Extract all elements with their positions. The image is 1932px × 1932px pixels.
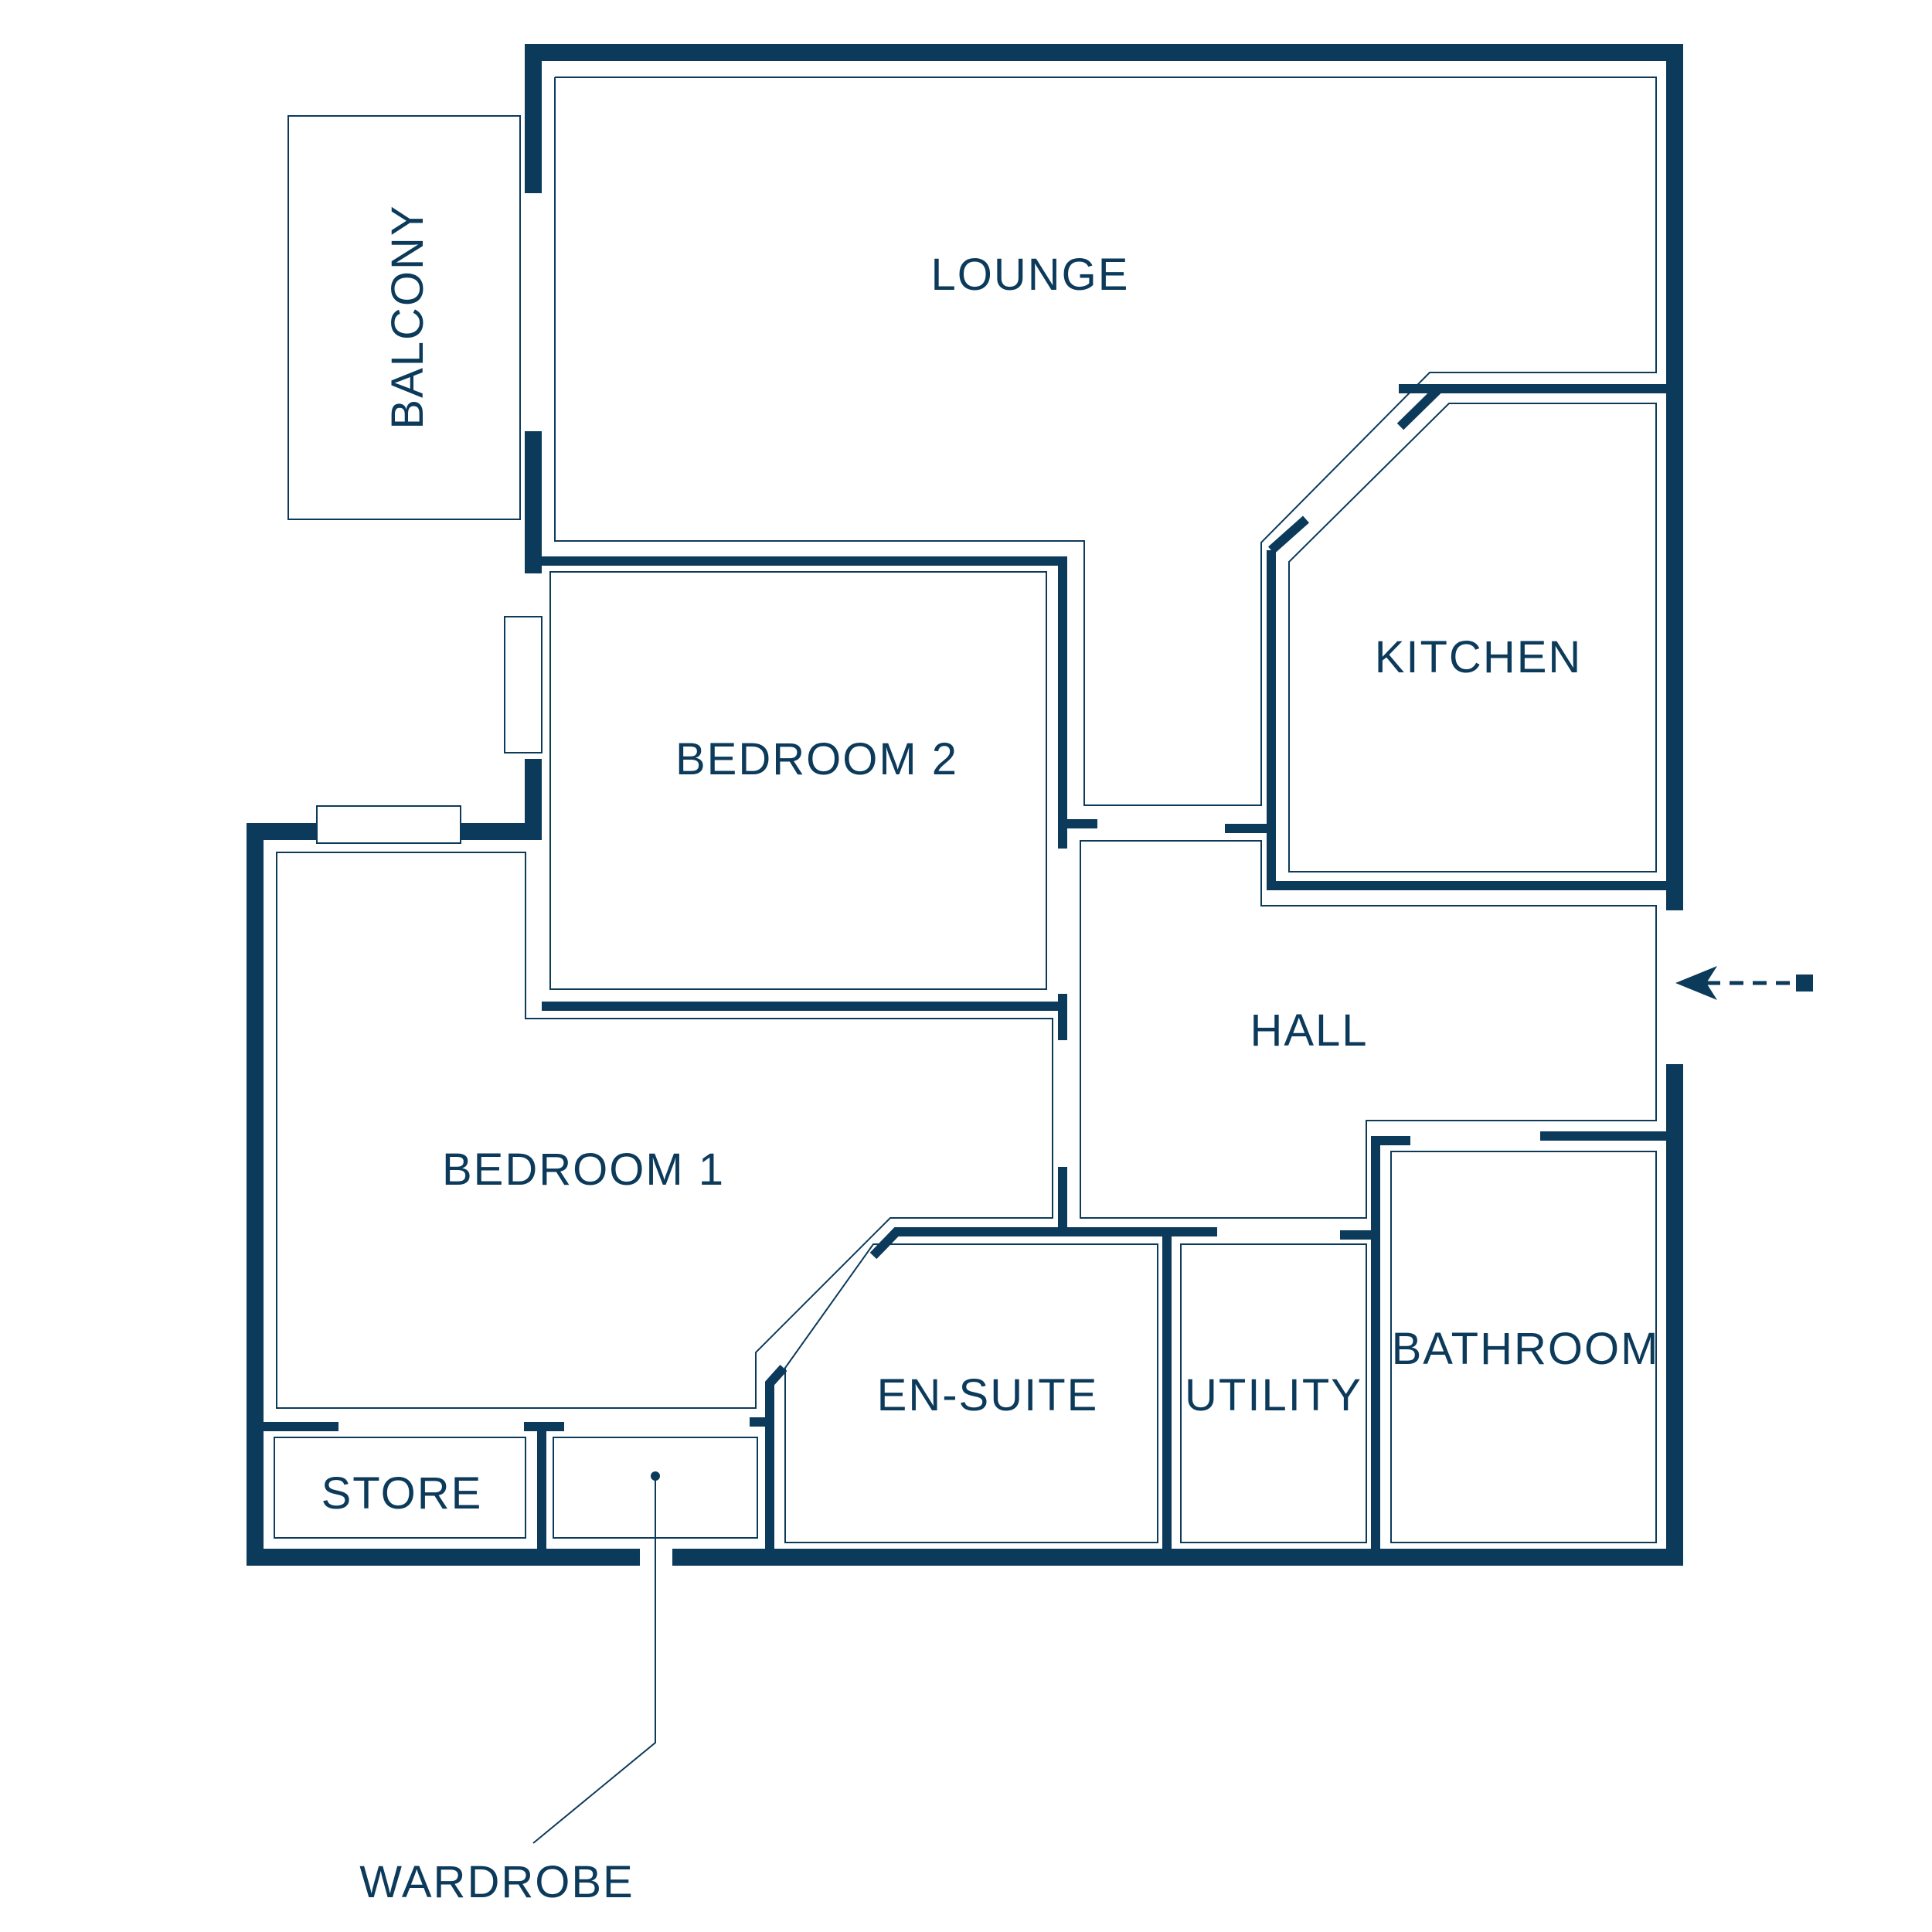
room-labels: LOUNGE BALCONY KITCHEN BEDROOM 2 HALL BE… (321, 204, 1660, 1907)
room-label-bathroom: BATHROOM (1392, 1324, 1660, 1374)
room-label-bedroom1: BEDROOM 1 (442, 1145, 725, 1195)
entrance-arrow-icon (1675, 966, 1813, 1000)
room-label-balcony: BALCONY (383, 204, 433, 429)
room-label-utility: UTILITY (1185, 1370, 1362, 1420)
room-outlines (274, 77, 1657, 1543)
window-panel-bedroom1 (316, 805, 461, 844)
interior-walls (255, 384, 1675, 1557)
room-label-ensuite: EN-SUITE (877, 1370, 1099, 1420)
wardrobe-pointer (532, 1471, 660, 1844)
window-panel-bedroom2 (504, 616, 543, 753)
balcony (287, 115, 521, 520)
room-label-hall: HALL (1250, 1005, 1368, 1056)
room-label-wardrobe: WARDROBE (359, 1857, 634, 1907)
room-label-store: STORE (321, 1468, 483, 1519)
room-label-kitchen: KITCHEN (1375, 632, 1583, 682)
room-label-bedroom2: BEDROOM 2 (675, 734, 958, 784)
room-label-lounge: LOUNGE (931, 250, 1130, 300)
outer-walls (247, 44, 1683, 1566)
